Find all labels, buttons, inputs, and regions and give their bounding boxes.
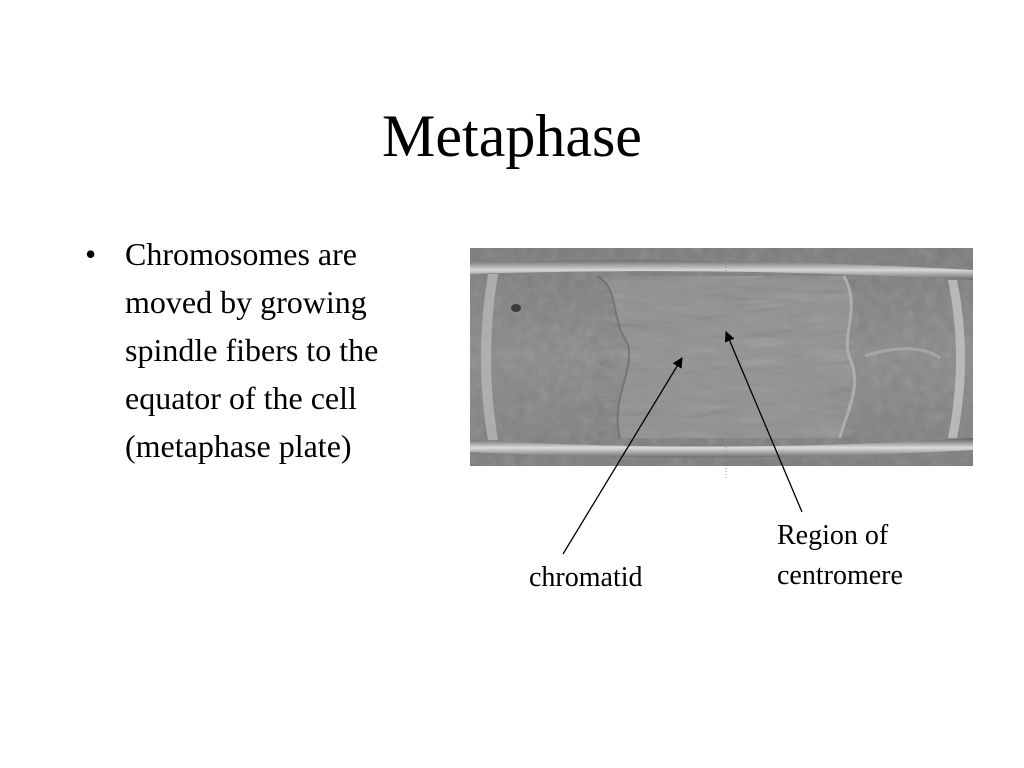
bullet-line-2: moved by growing [125, 284, 367, 320]
left-cell-end [481, 274, 498, 440]
centromere-label-line-1: Region of [777, 520, 889, 551]
bullet-list: • Chromosomes are moved by growing spind… [85, 230, 455, 470]
bullet-line-5: (metaphase plate) [125, 428, 352, 464]
cell-wall-top [470, 260, 973, 280]
cell-wall-bottom [470, 438, 973, 458]
bullet-marker: • [85, 236, 97, 272]
centromere-arrow [724, 331, 803, 513]
centromere-label: Region of centromere [777, 516, 903, 596]
slide-title: Metaphase [382, 103, 642, 169]
cell-speck [511, 304, 521, 312]
chromatid-label: chromatid [529, 562, 643, 593]
bullet-line-3: spindle fibers to the [125, 332, 379, 368]
bullet-item: • Chromosomes are moved by growing spind… [85, 230, 455, 470]
bullet-line-1: Chromosomes are [125, 236, 357, 272]
chromosome-mass-edge [838, 275, 857, 439]
right-cell-end [948, 280, 965, 438]
centromere-label-line-2: centromere [777, 560, 903, 591]
chromatid-arrow [562, 357, 683, 555]
bullet-line-4: equator of the cell [125, 380, 357, 416]
